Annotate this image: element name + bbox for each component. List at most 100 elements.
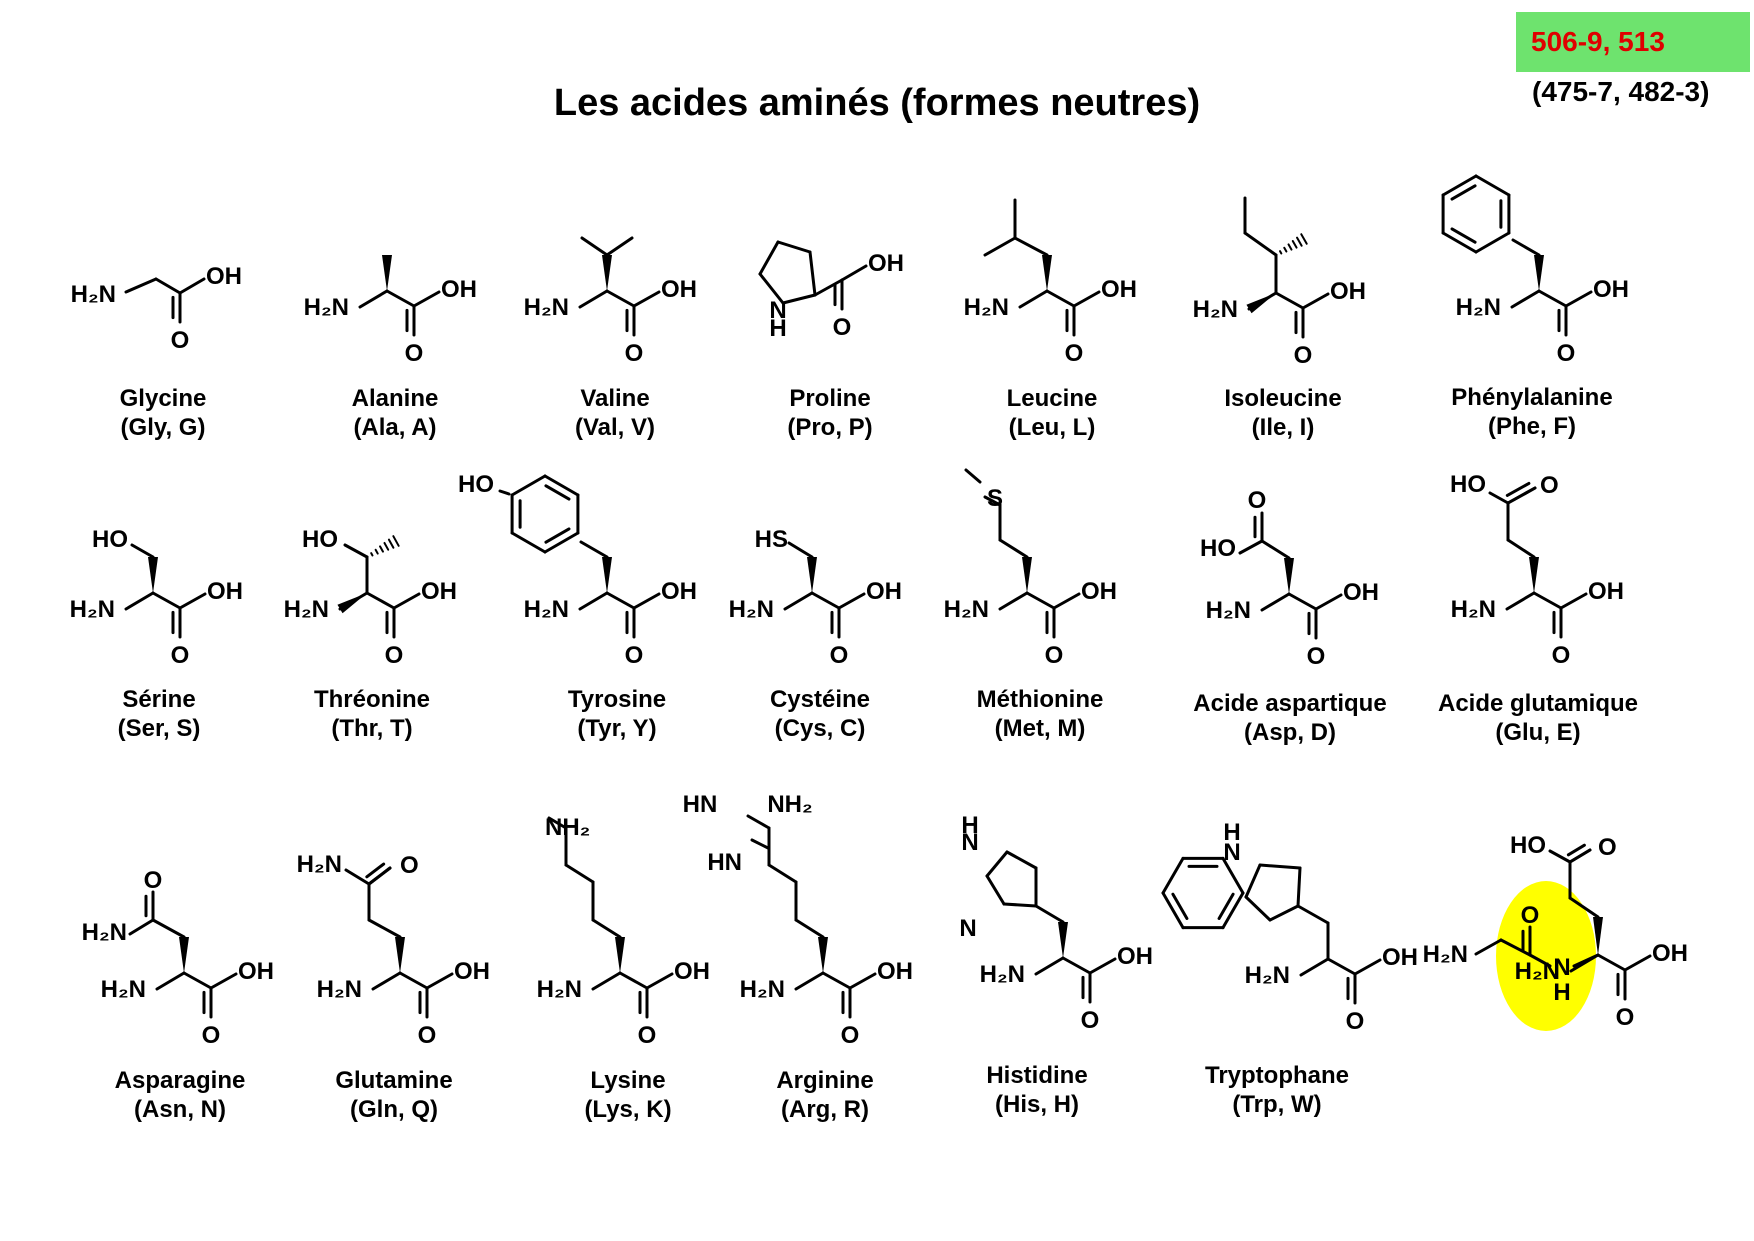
bond xyxy=(983,495,1002,507)
bond xyxy=(1505,591,1536,611)
bond xyxy=(794,971,825,991)
bond xyxy=(1287,243,1293,251)
bond xyxy=(781,293,817,305)
atom-label: H₂N xyxy=(524,294,569,321)
bond xyxy=(964,468,982,484)
bond xyxy=(1299,957,1330,977)
bond xyxy=(1474,231,1511,254)
atom-label: O xyxy=(625,340,644,367)
bond xyxy=(1005,850,1038,870)
bond xyxy=(1268,904,1300,922)
amino-acid-name: Acide aspartique xyxy=(1193,690,1387,717)
amino-acid-name: Asparagine xyxy=(114,1067,246,1094)
bond xyxy=(1566,843,1586,857)
bond xyxy=(370,552,374,557)
bond xyxy=(1505,481,1531,497)
atom-label: NH₂ xyxy=(545,814,590,841)
amino-acid-abbreviation: (Asp, D) xyxy=(1244,719,1336,746)
atom-label: O xyxy=(1598,834,1617,861)
wedge-bond xyxy=(1529,557,1539,593)
bond xyxy=(1506,538,1536,559)
bond xyxy=(1279,250,1283,255)
amino-acid-abbreviation: (Gly, G) xyxy=(120,414,206,441)
bond xyxy=(178,592,207,610)
bond xyxy=(1244,895,1272,922)
atom-label: H₂N xyxy=(524,596,569,623)
atom-label: H xyxy=(1223,819,1240,846)
atom-label: O xyxy=(638,1022,657,1049)
amino-acid-abbreviation: (Met, M) xyxy=(994,715,1086,742)
bond xyxy=(1034,956,1065,976)
wedge-bond xyxy=(1042,255,1052,291)
bond xyxy=(1072,290,1101,308)
bond xyxy=(1274,291,1305,310)
amino-acid-abbreviation: (Phe, F) xyxy=(1488,413,1576,440)
bond xyxy=(767,863,798,884)
amino-acid-name: Lysine xyxy=(590,1067,666,1094)
wedge-bond xyxy=(818,937,828,973)
bond xyxy=(1260,539,1291,560)
atom-label: N xyxy=(961,829,978,856)
bond xyxy=(1052,592,1081,610)
atom-label: NH₂ xyxy=(767,791,812,818)
bond xyxy=(821,971,852,990)
wedge-bond xyxy=(179,937,189,973)
bond xyxy=(837,592,866,610)
atom-label: H₂N xyxy=(70,596,115,623)
bond xyxy=(794,918,825,939)
atom-label: OH xyxy=(1081,578,1117,605)
bond xyxy=(412,290,441,308)
amino-acid-abbreviation: (Trp, W) xyxy=(1232,1091,1322,1118)
wedge-bond xyxy=(1246,293,1276,314)
bond xyxy=(124,591,155,611)
bond xyxy=(1441,231,1478,254)
bond xyxy=(398,971,429,990)
amino-acid-label: Phénylalanine(Phe, F) xyxy=(1402,383,1662,441)
amino-acid-label: Lysine(Lys, K) xyxy=(498,1066,758,1124)
bond xyxy=(787,541,814,559)
atom-label: O xyxy=(841,1022,860,1049)
atom-label: O xyxy=(1081,1007,1100,1034)
atom-label: O xyxy=(1045,642,1064,669)
bond xyxy=(1564,290,1593,308)
wedge-bond xyxy=(807,557,817,593)
atom-label: O xyxy=(833,314,852,341)
amino-acid-label: Tryptophane(Trp, W) xyxy=(1147,1061,1407,1119)
bond xyxy=(813,278,844,297)
atom-label: H₂N xyxy=(1206,597,1251,624)
bond xyxy=(1596,953,1627,972)
amino-acid-abbreviation: (Ile, I) xyxy=(1251,414,1315,441)
bond xyxy=(1301,292,1330,310)
atom-label: O xyxy=(400,852,419,879)
slide-title: Les acides aminés (formes neutres) xyxy=(553,82,1201,124)
bond xyxy=(344,868,371,886)
bond xyxy=(840,264,868,282)
bond xyxy=(510,474,547,497)
bond xyxy=(998,538,1029,559)
amino-acid-abbreviation: (Val, V) xyxy=(574,414,656,441)
atom-label: O xyxy=(1065,340,1084,367)
bond xyxy=(1506,486,1537,505)
amino-acid-name: Leucine xyxy=(1006,385,1098,412)
bond xyxy=(128,918,155,936)
wedge-bond xyxy=(1534,255,1544,291)
bond xyxy=(1548,849,1572,864)
bond xyxy=(425,972,454,990)
bond xyxy=(591,971,622,991)
atom-label: H₂N xyxy=(1423,941,1468,968)
wedge-bond xyxy=(615,937,625,973)
bond xyxy=(591,918,622,939)
bond xyxy=(605,236,634,257)
amino-acid-label: Glycine(Gly, G) xyxy=(33,384,293,442)
bond xyxy=(632,290,661,308)
atom-label: OH xyxy=(421,578,457,605)
bond xyxy=(498,489,511,496)
amino-acid-label: Proline(Pro, P) xyxy=(700,384,960,442)
